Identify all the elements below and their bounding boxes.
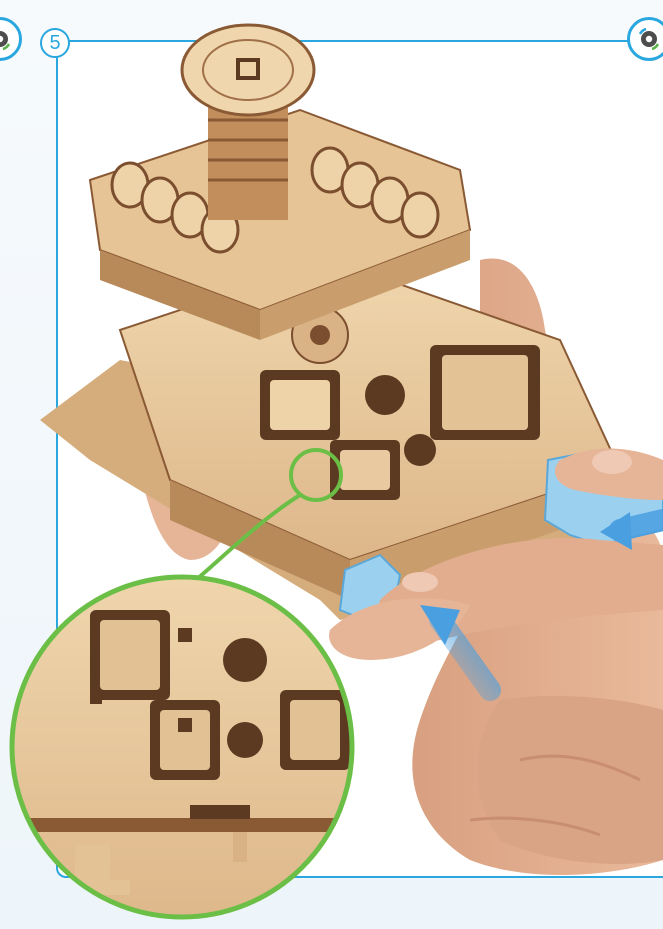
assembly-illustration: [0, 0, 663, 929]
instruction-page: 5: [0, 0, 663, 929]
